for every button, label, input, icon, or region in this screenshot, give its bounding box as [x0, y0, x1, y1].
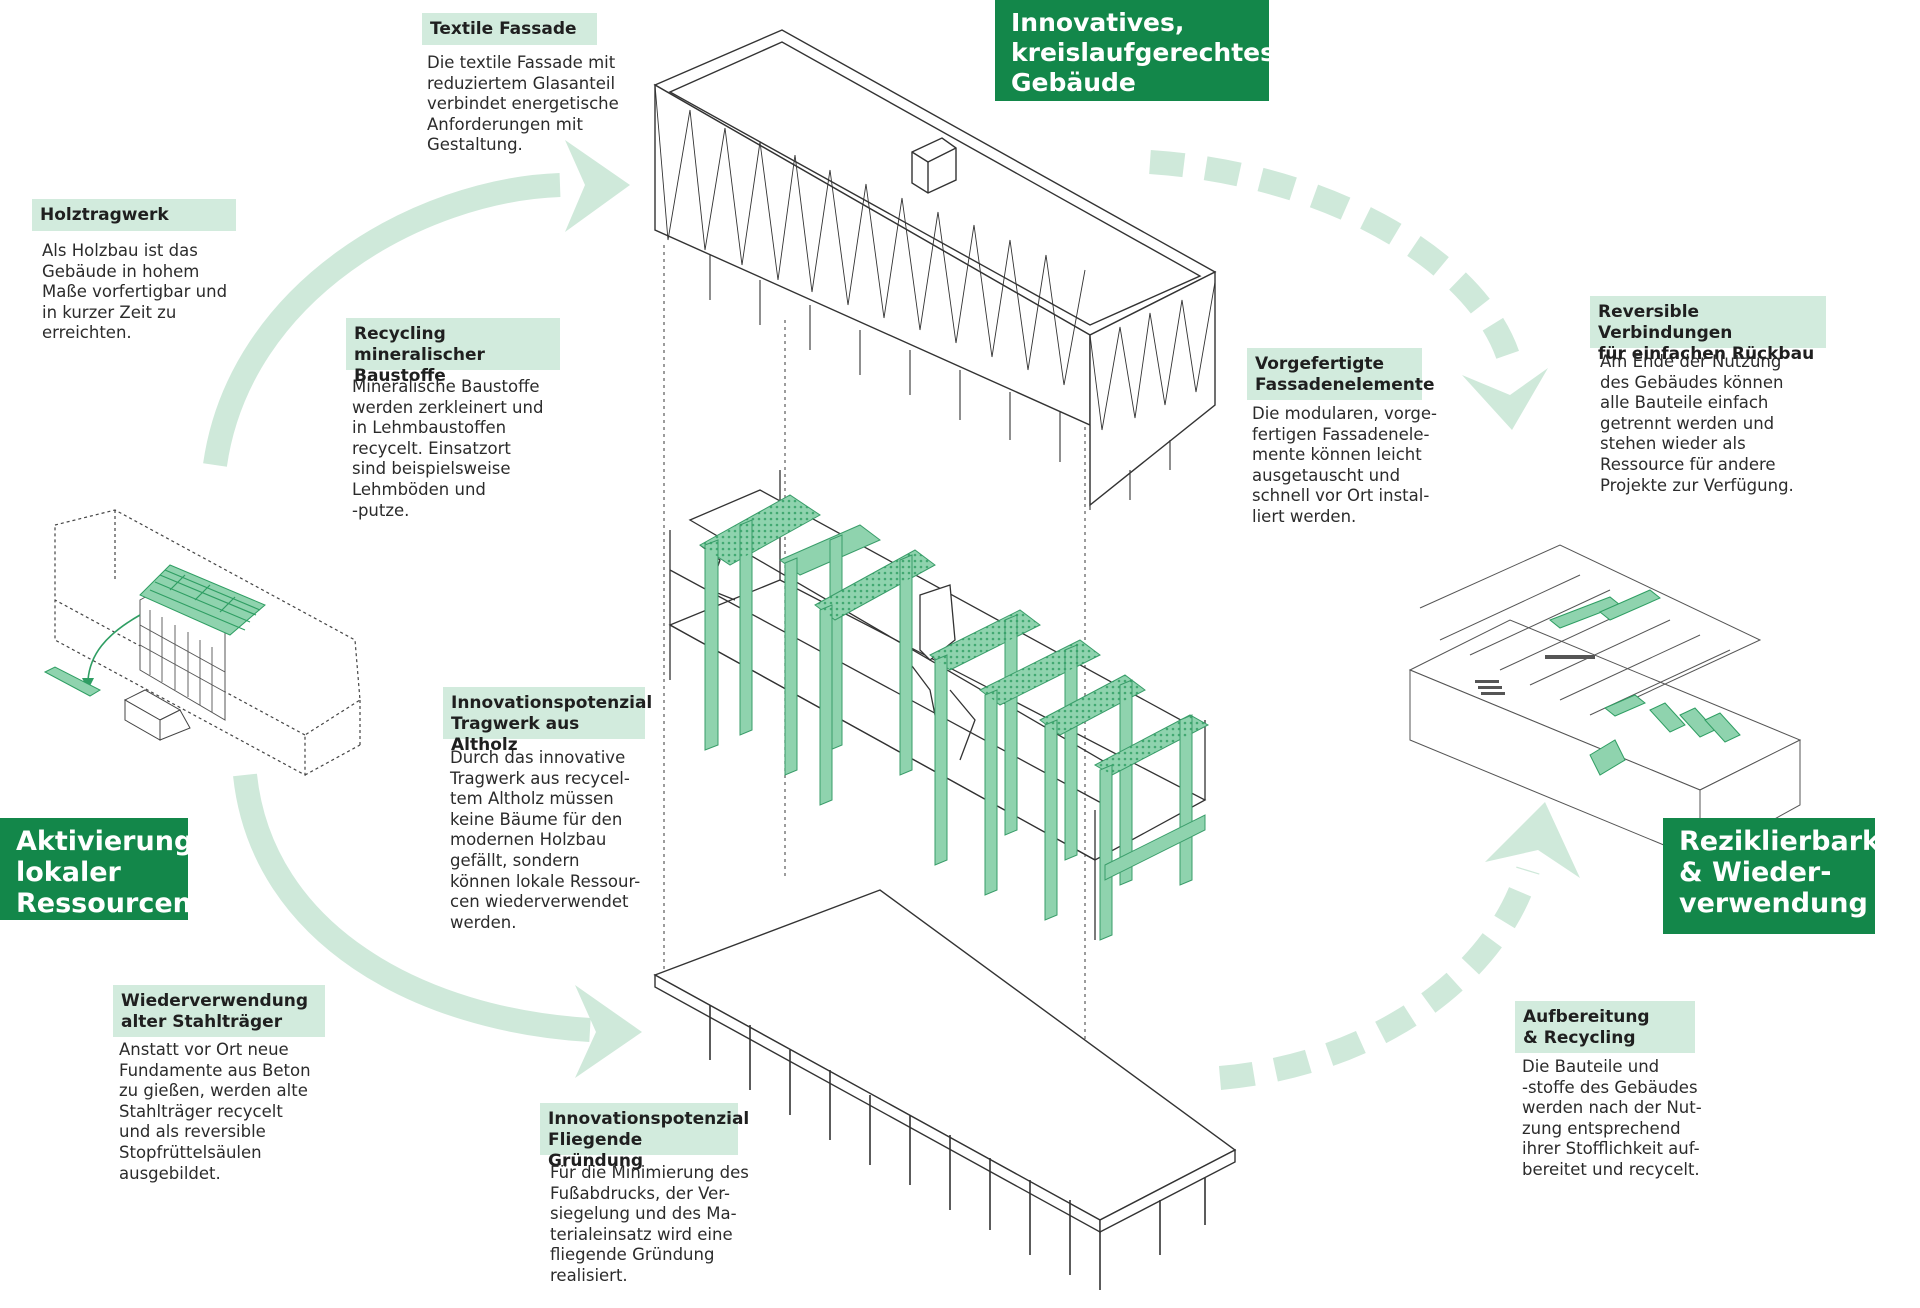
deconstruction-illustration [1408, 544, 1802, 861]
text-mineral-recycling: Mineralische Baustoffe werden zerkleiner… [352, 377, 544, 520]
text-reversible-connections: Am Ende der Nutzung des Gebäudes können … [1600, 352, 1794, 495]
label-timber-structure: Holztragwerk [32, 199, 236, 231]
existing-building-illustration [43, 509, 361, 777]
heading-innovative-building: Innovatives, kreislaufgerechtes Gebäude [995, 0, 1275, 101]
text-timber-structure: Als Holzbau ist das Gebäude in hohem Maß… [42, 241, 228, 343]
label-processing-recycling: Aufbereitung & Recycling [1515, 1001, 1695, 1053]
flow-arrow-upper-right-dashed [1149, 150, 1548, 430]
building-facade-module [653, 29, 1217, 510]
label-mineral-recycling: Recycling mineralischer Baustoffe [346, 318, 560, 386]
flow-arrow-lower-left [233, 773, 642, 1078]
label-textile-facade: Textile Fassade [422, 13, 597, 45]
foundation-module [653, 889, 1237, 1290]
text-processing-recycling: Die Bauteile und -stoffe des Gebäudes we… [1522, 1057, 1702, 1179]
text-steel-reuse: Anstatt vor Ort neue Fundamente aus Beto… [119, 1040, 311, 1183]
heading-recyclability-reuse: Reziklierbarkeit & Wieder- verwendung [1663, 818, 1920, 934]
text-flying-foundation: Für die Minimierung des Fußabdrucks, der… [550, 1163, 749, 1285]
timber-frame-module [668, 470, 1210, 941]
text-reclaimed-wood: Durch das innovative Tragwerk aus recyce… [450, 748, 641, 932]
flow-arrow-upper-left [203, 140, 630, 467]
text-textile-facade: Die textile Fassade mit reduziertem Glas… [427, 53, 619, 155]
text-prefab-facade: Die modularen, vorge- fertigen Fassadene… [1252, 404, 1437, 526]
flow-arrow-lower-right-dashed [1218, 802, 1580, 1090]
label-reclaimed-wood: Innovationspotenzial Tragwerk aus Althol… [443, 687, 652, 755]
label-flying-foundation: Innovationspotenzial Fliegende Gründung [540, 1103, 749, 1171]
label-steel-reuse: Wiederverwendung alter Stahlträger [113, 985, 325, 1037]
label-reversible-connections: Reversible Verbindungen für einfachen Rü… [1590, 296, 1826, 364]
heading-local-resources: Aktivierung lokaler Ressourcen [0, 818, 193, 920]
label-prefab-facade: Vorgefertigte Fassadenelemente [1247, 348, 1435, 400]
